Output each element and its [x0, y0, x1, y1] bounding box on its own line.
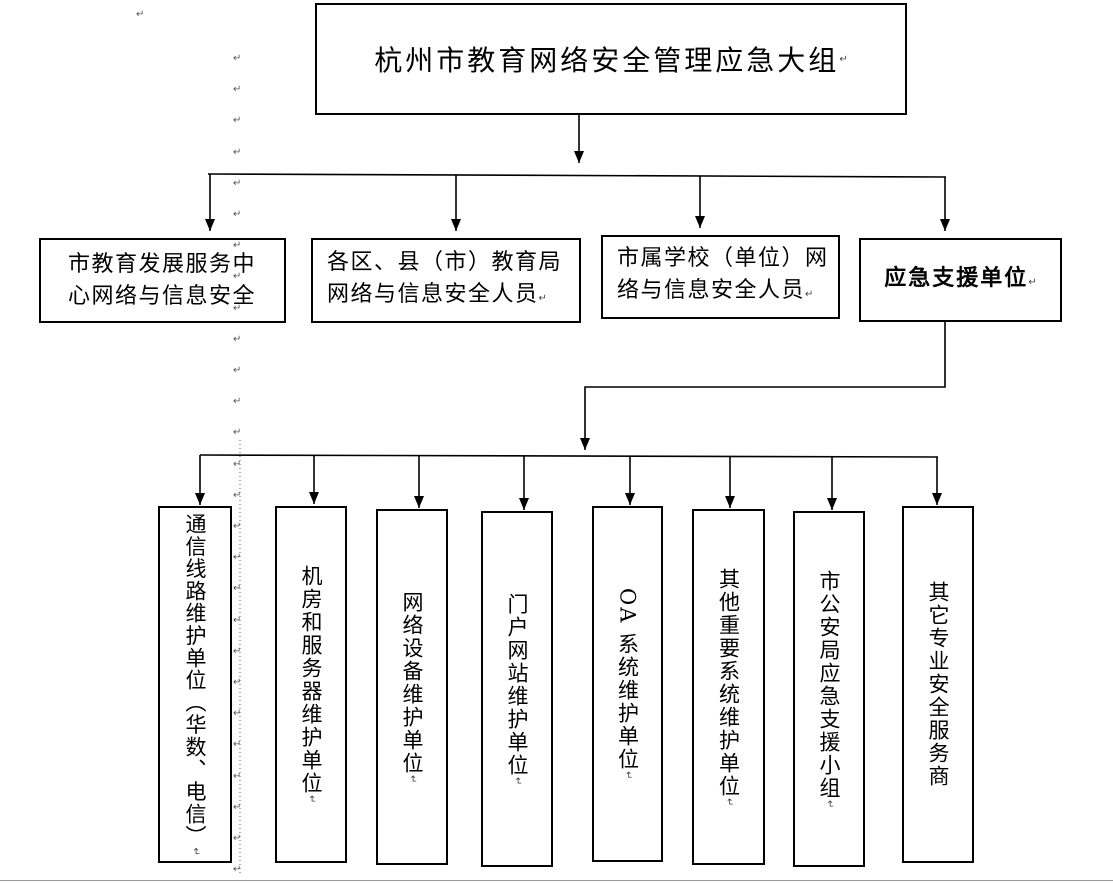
paragraph-mark-icon: ↵ [622, 771, 634, 780]
box-label: 门户网站维护单位 [505, 592, 529, 777]
arrow-emergency-feed [580, 322, 946, 450]
paragraph-mark-icon: ↵ [233, 146, 242, 158]
box-label-line: 各区、县（市）教育局 [327, 249, 563, 275]
paragraph-mark-icon: ↵ [1028, 276, 1037, 288]
box-label-line: 络与信息安全人员 [617, 278, 806, 303]
paragraph-mark-icon: ↵ [824, 799, 835, 809]
paragraph-mark-icon: ↵ [233, 271, 242, 283]
box-telecom-maintenance: 通信线路维护单位（华数、电信）↵ [158, 506, 232, 863]
paragraph-mark-icon: ↵ [233, 801, 242, 813]
box-other-systems-maintenance: 其他重要系统维护单位↵ [692, 509, 765, 865]
paragraph-mark-icon: ↵ [233, 645, 242, 657]
paragraph-mark-icon: ↵ [233, 177, 242, 189]
paragraph-mark-icon: ↵ [233, 115, 242, 127]
box-portal-maintenance: 门户网站维护单位↵ [481, 511, 553, 867]
paragraph-mark-icon: ↵ [136, 9, 145, 20]
paragraph-mark-icon: ↵ [233, 458, 242, 470]
box-label: 通信线路维护单位（华数、电信） [183, 513, 207, 848]
box-server-room-maintenance: 机房和服务器维护单位↵ [275, 506, 347, 863]
paragraph-mark-icon: ↵ [538, 292, 547, 304]
paragraph-mark-icon: ↵ [512, 776, 523, 786]
bus-line-level3 [199, 454, 939, 458]
box-city-schools: 市属学校（单位）网 络与信息安全人员↵ [601, 235, 840, 319]
paragraph-mark-icon: ↵ [233, 677, 242, 688]
box-oa-maintenance: OA 系统维护单位↵ [592, 506, 663, 862]
paragraph-mark-icon: ↵ [233, 84, 242, 96]
paragraph-mark-icon: ↵ [233, 521, 242, 532]
paragraph-mark-icon: ↵ [233, 864, 242, 876]
box-label-line: 网络与信息安全人员 [327, 281, 539, 307]
box-police-support-team: 市公安局应急支援小组↵ [793, 511, 865, 867]
box-network-equipment-maintenance: 网络设备维护单位↵ [376, 509, 448, 865]
paragraph-mark-icon: ↵ [233, 583, 242, 595]
box-label: 网络设备维护单位 [400, 590, 424, 775]
box-label-line: 心网络与信息安全 [68, 283, 257, 309]
paragraph-mark-icon: ↵ [233, 209, 242, 220]
paragraph-mark-icon: ↵ [190, 847, 201, 856]
box-education-center: 市教育发展服务中 心网络与信息安全 [39, 238, 286, 323]
box-label: 其它专业安全服务商 [926, 581, 950, 788]
paragraph-mark-icon: ↵ [233, 833, 242, 844]
paragraph-mark-icon: ↵ [839, 53, 848, 65]
paragraph-mark-icon: ↵ [233, 614, 242, 626]
paragraph-mark-icon: ↵ [233, 396, 242, 408]
paragraph-mark-icon: ↵ [805, 289, 814, 300]
box-label: 其他重要系统维护单位 [716, 567, 741, 798]
paragraph-mark-icon: ↵ [233, 333, 242, 345]
paragraph-mark-icon: ↵ [233, 489, 242, 501]
box-label: OA 系统维护单位 [615, 588, 640, 772]
box-emergency-support: 应急支援单位↵ [859, 238, 1062, 322]
box-label-line: 市属学校（单位）网 [617, 246, 829, 271]
paragraph-mark-icon: ↵ [233, 552, 242, 564]
box-label-line: 市教育发展服务中 [68, 251, 257, 277]
paragraph-mark-icon: ↵ [723, 797, 735, 807]
paragraph-mark-icon: ↵ [233, 427, 242, 439]
paragraph-mark-icon: ↵ [233, 240, 242, 252]
bus-line-level2 [207, 173, 947, 178]
box-label: 市公安局应急支援小组 [817, 569, 841, 800]
paragraph-mark-icon: ↵ [233, 53, 242, 64]
paragraph-mark-icon: ↵ [306, 795, 317, 804]
box-security-vendors: 其它专业安全服务商 [902, 506, 974, 863]
paragraph-mark-icon: ↵ [233, 708, 242, 720]
chart-title: 杭州市教育网络安全管理应急大组 [374, 44, 840, 77]
box-label: 应急支援单位 [884, 264, 1029, 291]
paragraph-mark-icon: ↵ [233, 365, 242, 376]
paragraph-mark-icon: ↵ [233, 302, 242, 314]
paragraph-mark-icon: ↵ [233, 739, 242, 751]
title-box: 杭州市教育网络安全管理应急大组↵ [315, 3, 907, 115]
box-label: 机房和服务器维护单位 [299, 565, 323, 796]
paragraph-mark-icon: ↵ [407, 774, 418, 784]
box-district-bureaus: 各区、县（市）教育局 网络与信息安全人员↵ [311, 238, 581, 323]
paragraph-mark-icon: ↵ [233, 770, 242, 782]
